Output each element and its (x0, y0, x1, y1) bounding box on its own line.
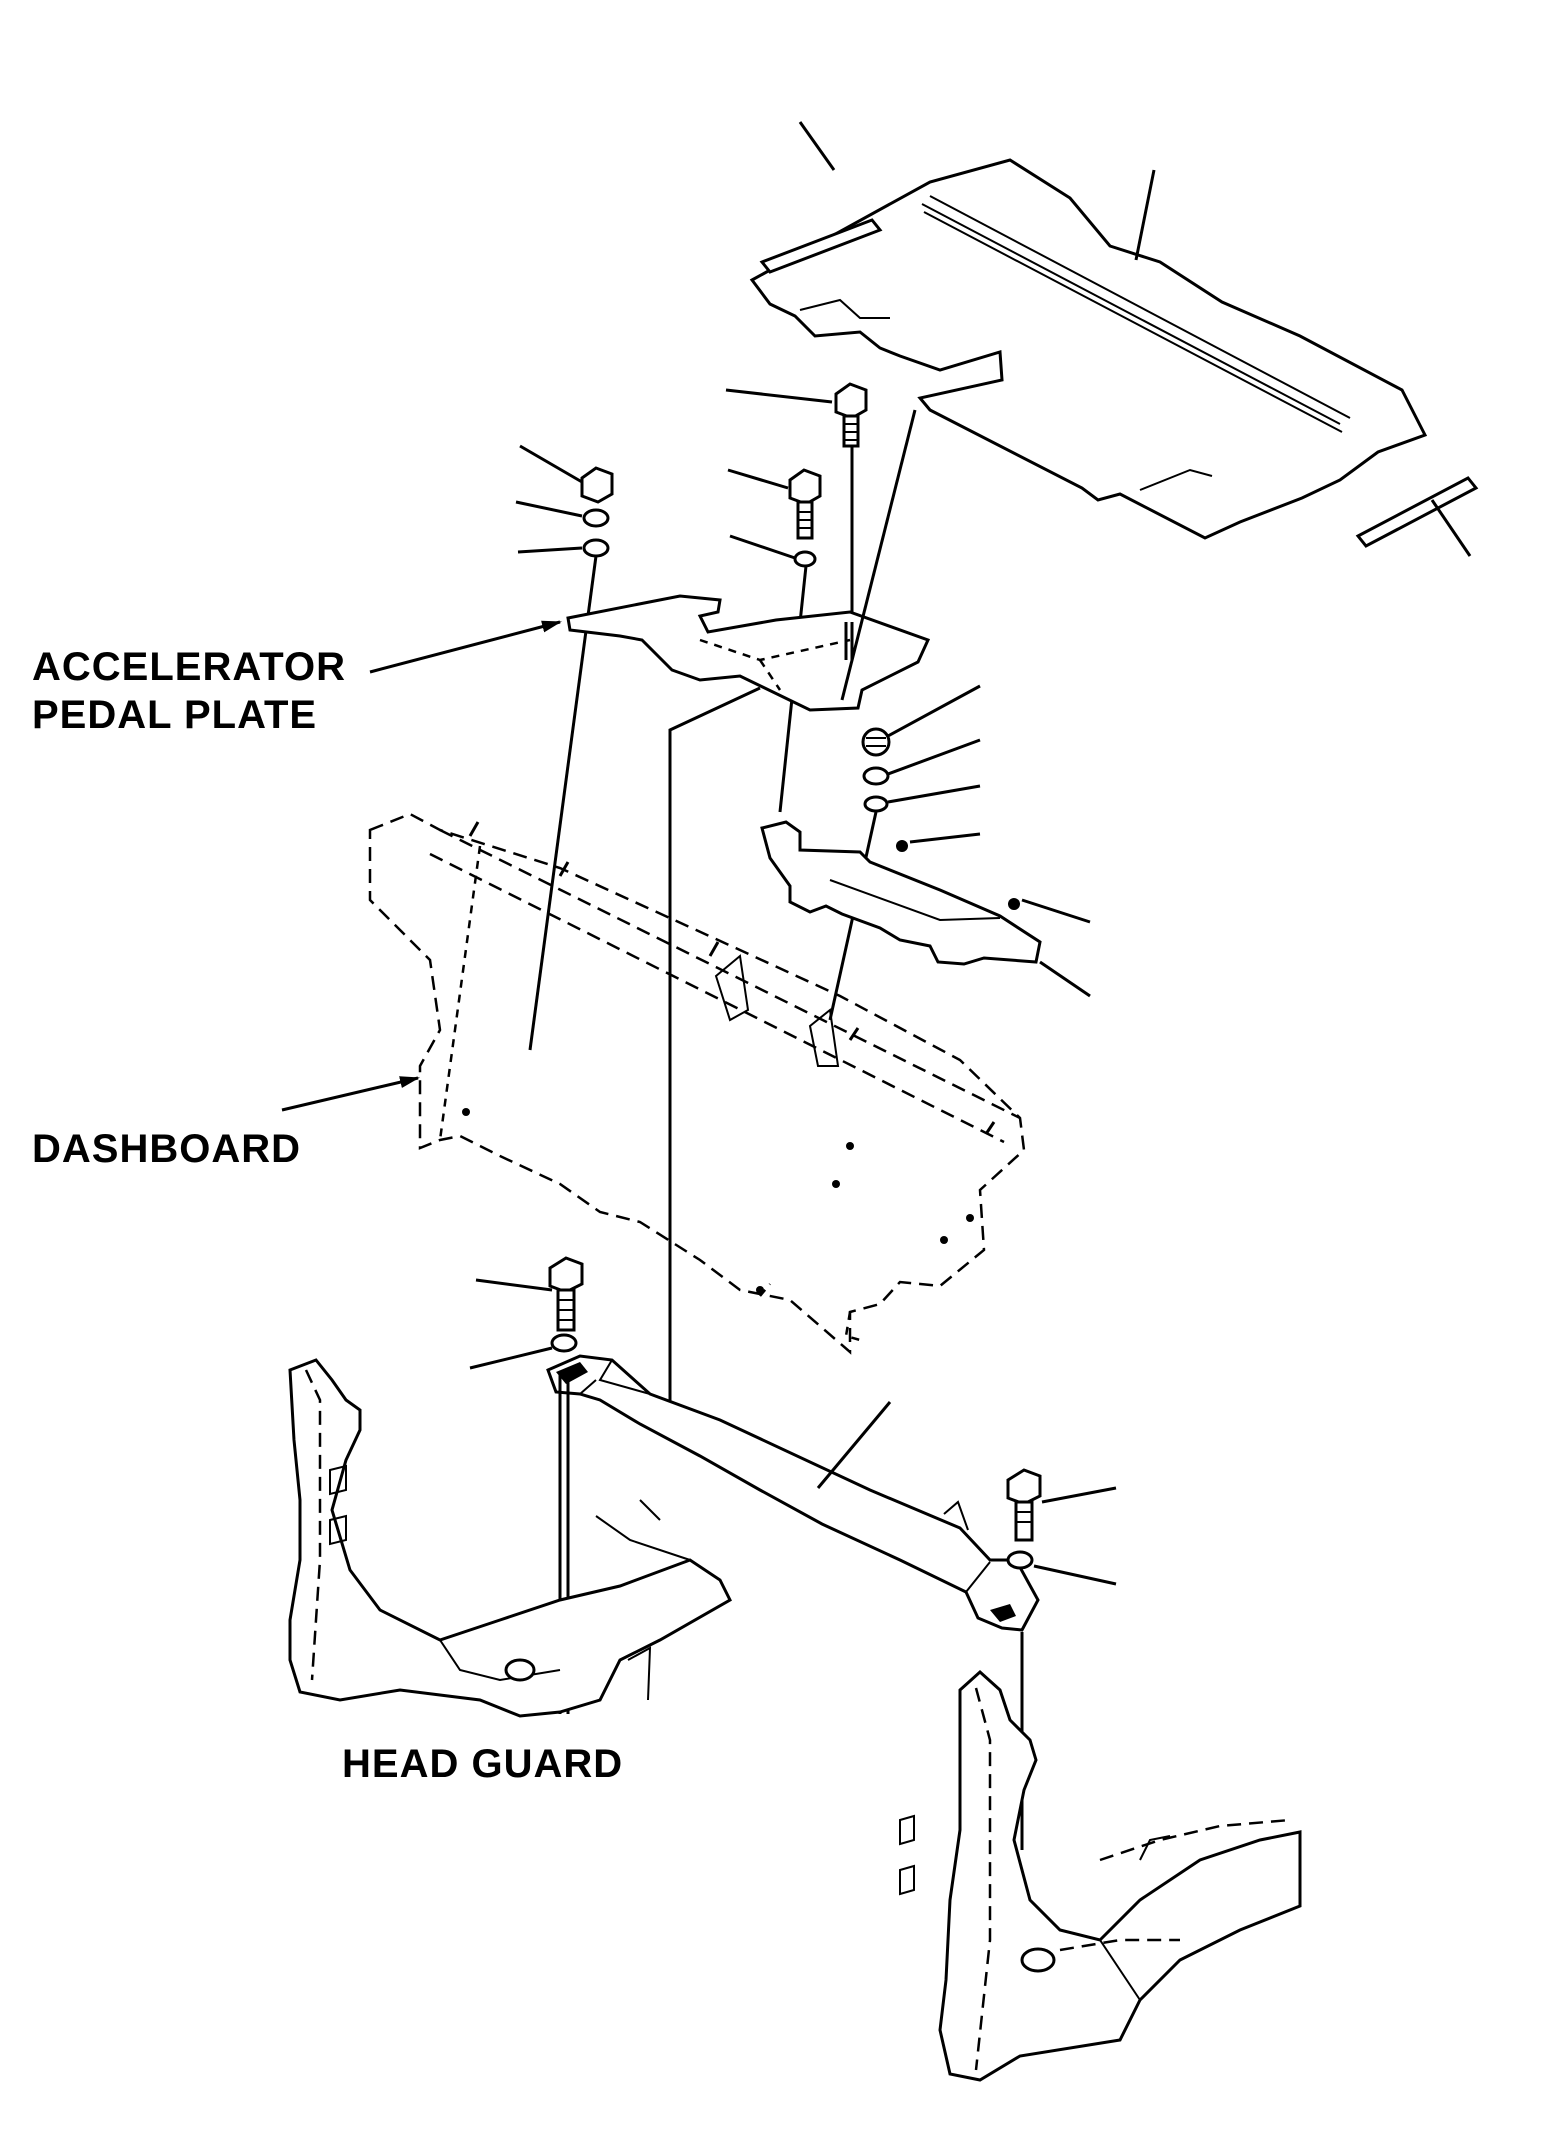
dashboard-label: DASHBOARD (32, 1127, 301, 1171)
head-guard-right-frame (899, 1669, 1302, 2082)
head-guard-left-frame (288, 1358, 732, 1718)
lower-right-bolt (1006, 1468, 1117, 1850)
accelerator-pedal-plate-label-line2: PEDAL PLATE (32, 693, 318, 737)
upper-center-bolt (727, 468, 822, 813)
dashboard (368, 812, 1026, 1355)
pedal-bracket (760, 820, 1091, 998)
floor-plate (749, 121, 1479, 557)
top-center-bolt (725, 382, 868, 622)
right-nut-stack (828, 684, 981, 1021)
head-guard-label: HEAD GUARD (342, 1742, 624, 1786)
left-nut-stack (515, 444, 614, 1051)
accelerator-pedal-plate (566, 409, 931, 1420)
lower-left-bolt (469, 1256, 584, 1370)
accelerator-pedal-plate-label-line1: ACCELERATOR (32, 645, 346, 689)
cross-member (546, 1354, 1040, 1714)
